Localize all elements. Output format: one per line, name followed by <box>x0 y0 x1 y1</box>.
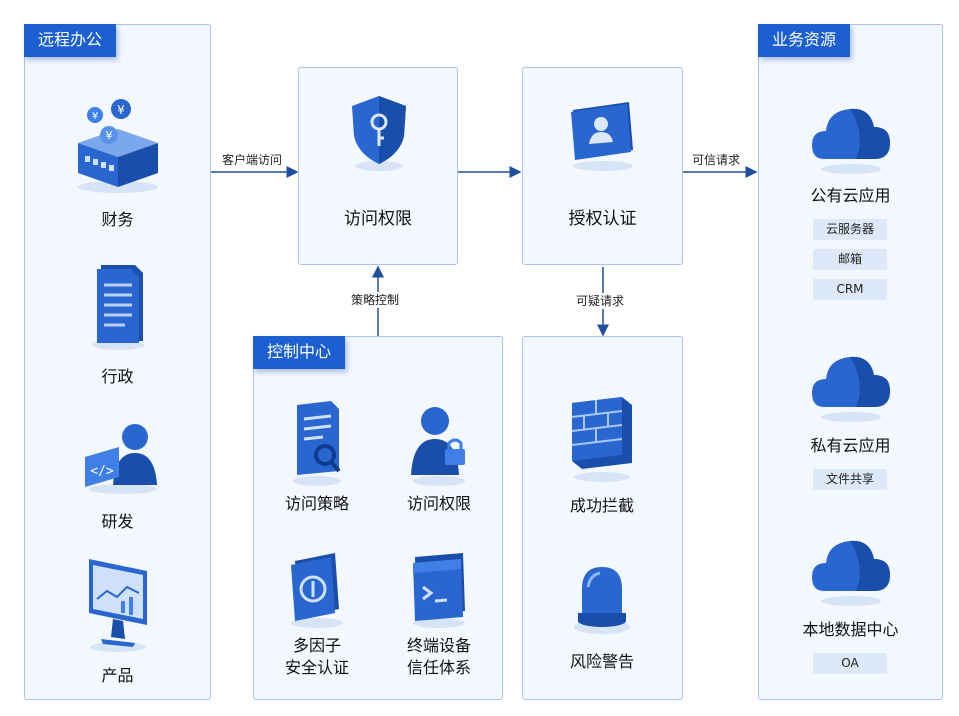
interception-item-label: 成功拦截 <box>569 496 634 515</box>
remote-item-label: 财务 <box>101 210 134 229</box>
remote-item-rnd: </> 研发 <box>25 415 210 533</box>
tag-cloud-server: 云服务器 <box>813 219 887 240</box>
control-item-label: 访问策略 <box>284 494 349 513</box>
tag-mail: 邮箱 <box>813 249 887 270</box>
remote-item-label: 产品 <box>101 666 134 685</box>
edge-label-trusted-request: 可信请求 <box>688 152 745 168</box>
terminal-window-icon <box>413 553 465 628</box>
id-card-icon <box>571 102 633 171</box>
control-center-title: 控制中心 <box>253 336 346 369</box>
control-item-mfa: 多因子 安全认证 <box>262 549 372 679</box>
shield-key-icon <box>352 96 406 171</box>
tag-file-share: 文件共享 <box>813 469 887 490</box>
svg-text:¥: ¥ <box>105 129 112 142</box>
policy-document-icon <box>293 401 341 486</box>
monitor-chart-icon <box>88 559 147 652</box>
firewall-icon <box>571 397 632 482</box>
auth-box: 授权认证 <box>522 67 683 265</box>
business-group-label: 本地数据中心 <box>802 620 899 639</box>
edge-label-policy-control: 策略控制 <box>347 292 404 308</box>
business-group-public: 公有云应用 <box>759 95 942 207</box>
access-box-label: 访问权限 <box>344 209 412 229</box>
remote-item-admin: 行政 <box>25 257 210 388</box>
interception-item-warning: 风险警告 <box>523 557 681 673</box>
svg-text:</>: </> <box>90 464 114 479</box>
remote-item-finance: ¥ ¥ ¥ 财务 <box>25 91 210 231</box>
control-item-label: 终端设备 信任体系 <box>406 636 471 677</box>
auth-box-label: 授权认证 <box>568 209 637 229</box>
document-icon <box>91 265 144 350</box>
remote-item-label: 研发 <box>101 512 134 531</box>
business-group-private: 私有云应用 <box>759 343 942 457</box>
remote-office-panel: 远程办公 ¥ ¥ ¥ 财务 行政 <box>24 24 211 700</box>
alarm-light-icon <box>574 567 630 634</box>
cloud-icon <box>811 540 890 606</box>
finance-icon: ¥ ¥ ¥ <box>77 99 158 193</box>
cloud-icon <box>811 356 890 422</box>
mfa-shield-icon <box>291 553 343 628</box>
control-item-label: 访问权限 <box>406 494 471 513</box>
remote-item-label: 行政 <box>101 367 134 386</box>
interception-item-label: 风险警告 <box>569 652 634 671</box>
edge-label-suspicious-request: 可疑请求 <box>572 293 629 309</box>
remote-item-product: 产品 <box>25 553 210 687</box>
control-item-label: 多因子 安全认证 <box>284 636 349 677</box>
business-group-label: 公有云应用 <box>810 186 891 205</box>
business-group-datacenter: 本地数据中心 <box>759 527 942 641</box>
business-title: 业务资源 <box>758 24 851 57</box>
business-panel: 业务资源 公有云应用 云服务器 邮箱 CRM 私有云应用 文件共享 本地数据中心… <box>758 24 943 700</box>
svg-text:¥: ¥ <box>117 103 125 117</box>
interception-item-blocked: 成功拦截 <box>523 393 681 517</box>
svg-text:¥: ¥ <box>91 111 97 122</box>
interception-panel: 成功拦截 风险警告 <box>522 336 683 700</box>
tag-oa: OA <box>813 653 887 674</box>
edge-label-client-access: 客户端访问 <box>218 152 287 168</box>
tag-crm: CRM <box>813 279 887 300</box>
remote-office-title: 远程办公 <box>24 24 117 57</box>
cloud-icon <box>811 108 890 174</box>
control-center-panel: 控制中心 访问策略 访问权限 多因子 安全认证 <box>253 336 503 700</box>
access-box: 访问权限 <box>298 67 458 265</box>
control-item-terminal: 终端设备 信任体系 <box>384 549 494 679</box>
control-item-policy: 访问策略 <box>262 397 372 515</box>
business-group-label: 私有云应用 <box>810 436 891 455</box>
developer-icon: </> <box>84 424 157 494</box>
control-item-access: 访问权限 <box>384 397 494 515</box>
user-lock-icon <box>411 407 465 486</box>
